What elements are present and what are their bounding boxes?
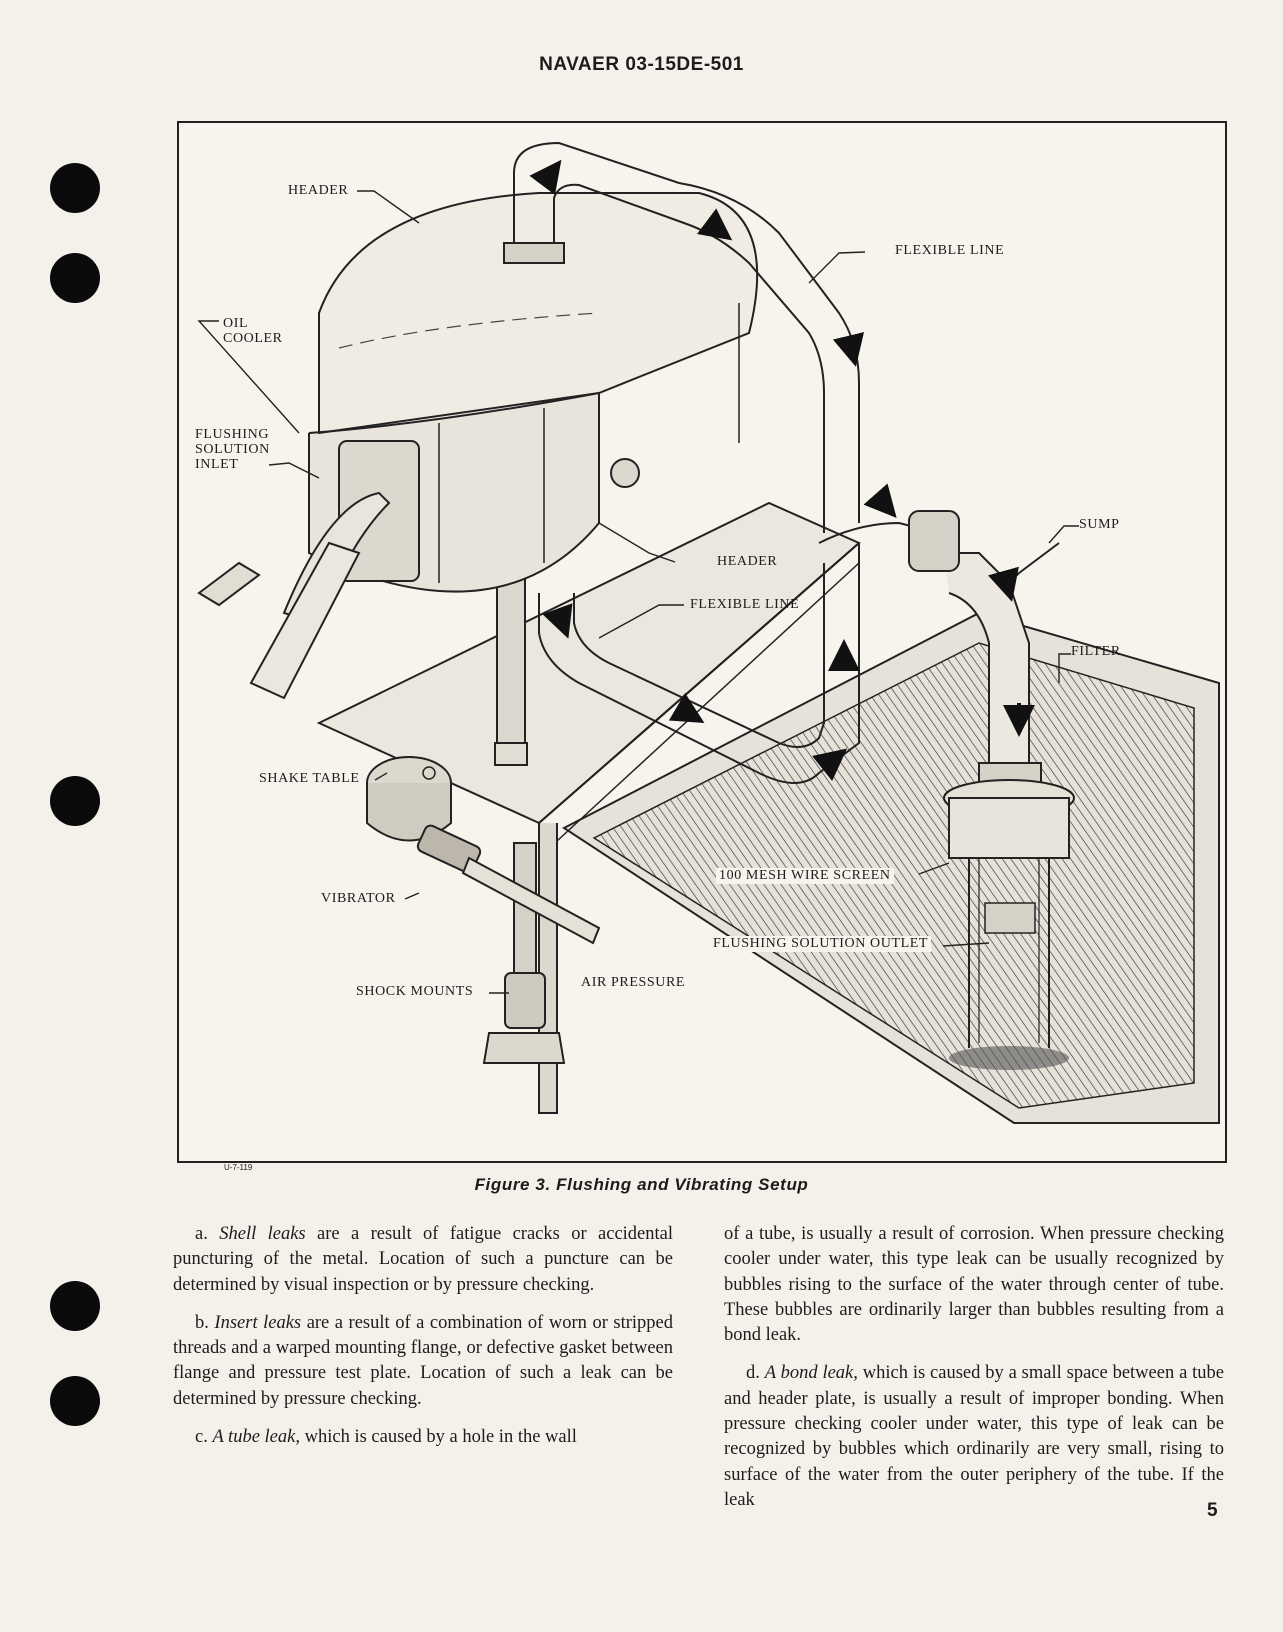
page-number: 5 <box>1207 1500 1218 1521</box>
figure-caption: Figure 3. Flushing and Vibrating Setup <box>474 1175 809 1194</box>
label-flushing-inlet-1: FLUSHING <box>195 427 270 442</box>
left-column: a. Shell leaks are a result of fatigue c… <box>173 1222 673 1463</box>
label-header-top: HEADER <box>288 183 349 198</box>
label-flushing-outlet: FLUSHING SOLUTION OUTLET <box>710 936 932 952</box>
term-tube-leak: A tube leak, <box>212 1427 300 1448</box>
label-oil-cooler-2: COOLER <box>223 331 283 346</box>
document-number: NAVAER 03-15DE-501 <box>539 54 744 75</box>
label-vibrator: VIBRATOR <box>321 891 396 906</box>
inlet-pipe <box>249 541 361 700</box>
paragraph-c: c. A tube leak, which is caused by a hol… <box>195 1427 577 1448</box>
label-flushing-inlet-3: INLET <box>195 457 239 472</box>
punch-hole <box>50 163 100 213</box>
punch-hole <box>50 776 100 826</box>
label-flushing-inlet-2: SOLUTION <box>195 442 270 457</box>
figure-id-code: U-7-119 <box>224 1163 253 1172</box>
label-flexible-line-mid: FLEXIBLE LINE <box>690 597 800 612</box>
paragraph-d: d. A bond leak, which is caused by a sma… <box>724 1363 1225 1510</box>
paragraph-c-continued: of a tube, is usually a result of corros… <box>724 1224 1224 1346</box>
punch-hole <box>50 1281 100 1331</box>
filter <box>908 510 1075 1070</box>
term-shell-leaks: Shell leaks <box>219 1224 306 1244</box>
shock-mount <box>482 842 566 1064</box>
label-oil-cooler-1: OIL <box>223 316 249 331</box>
label-header-bottom: HEADER <box>717 554 778 569</box>
label-air-pressure: AIR PRESSURE <box>581 975 686 990</box>
paragraph-b: b. Insert leaks are a result of a combin… <box>173 1312 673 1409</box>
label-shock-mounts: SHOCK MOUNTS <box>356 984 474 999</box>
label-sump: SUMP <box>1079 517 1120 532</box>
oil-cooler <box>282 192 759 625</box>
punch-hole <box>50 253 100 303</box>
paragraph-a: a. Shell leaks are a result of fatigue c… <box>173 1224 673 1295</box>
label-flexible-line-top: FLEXIBLE LINE <box>895 243 1005 258</box>
label-wire-screen: 100 MESH WIRE SCREEN <box>716 868 894 884</box>
term-insert-leaks: Insert leaks <box>214 1312 302 1333</box>
flow-arrows <box>529 159 1035 781</box>
right-column: of a tube, is usually a result of corros… <box>724 1222 1224 1526</box>
punch-hole <box>50 1376 100 1426</box>
label-shake-table: SHAKE TABLE <box>259 771 360 786</box>
figure-3-illustration: HEADER OIL COOLER FLUSHING SOLUTION INLE… <box>177 121 1227 1172</box>
flushing-setup-drawing <box>197 141 1220 1124</box>
leader-lines <box>197 190 1079 994</box>
term-bond-leak: A bond leak, <box>764 1363 858 1384</box>
vibrator <box>366 756 601 945</box>
label-filter: FILTER <box>1071 644 1121 659</box>
